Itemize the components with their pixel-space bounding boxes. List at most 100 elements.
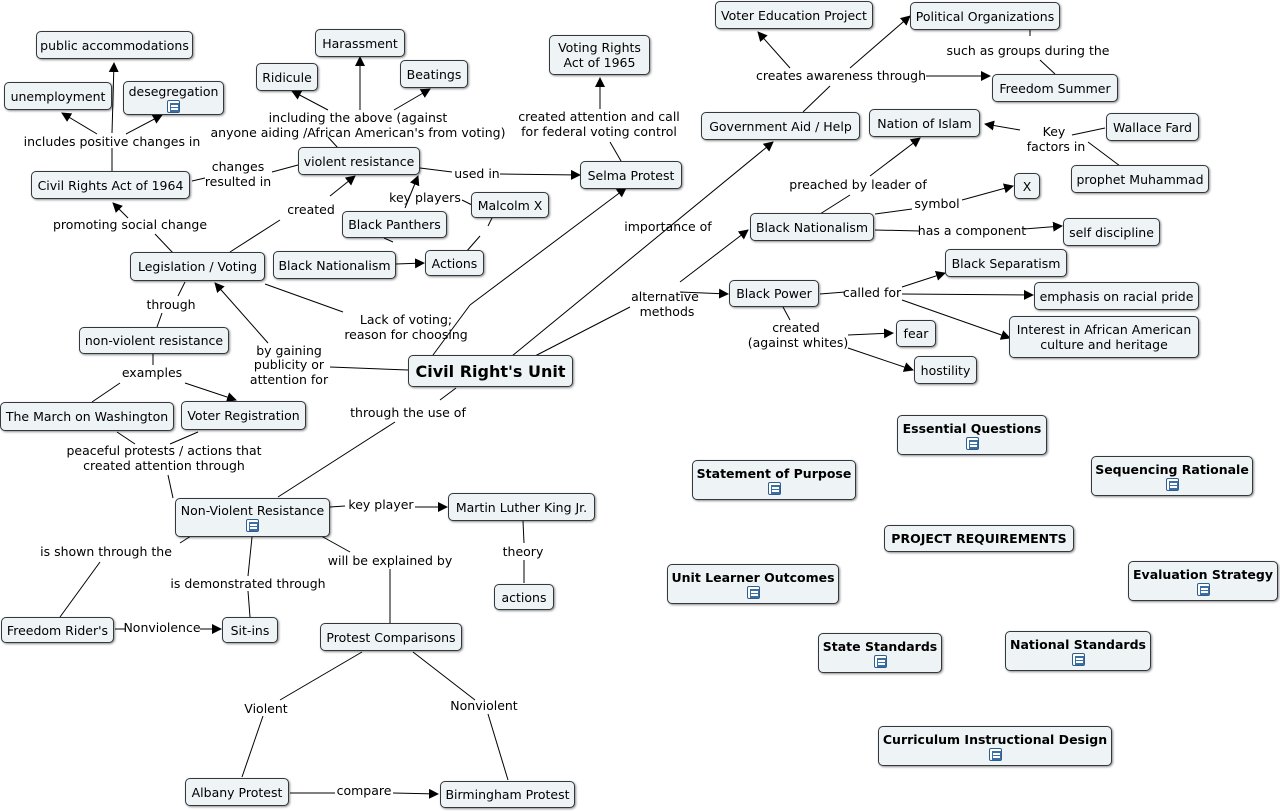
node-sit-ins[interactable]: Sit-ins: [222, 617, 278, 643]
node-label: Statement of Purpose: [696, 465, 852, 481]
node-freedom-summer[interactable]: Freedom Summer: [992, 74, 1118, 102]
node-black-panthers[interactable]: Black Panthers: [342, 211, 447, 238]
node-x-symbol[interactable]: X: [1014, 173, 1040, 199]
node-nation-of-islam[interactable]: Nation of Islam: [869, 109, 980, 137]
link-label: such as groups during the: [946, 43, 1110, 58]
node-label: public accommodations: [40, 37, 189, 53]
document-icon[interactable]: [1071, 652, 1085, 666]
document-icon[interactable]: [965, 436, 979, 450]
link-label: (against whites): [747, 335, 849, 350]
link-label: through the use of: [350, 405, 466, 420]
node-label: Sequencing Rationale: [1095, 461, 1249, 477]
node-label: Unit Learner Outcomes: [671, 569, 835, 585]
document-icon[interactable]: [167, 99, 180, 113]
link-label: reason for choosing: [344, 327, 468, 342]
node-actions-left[interactable]: Actions: [425, 250, 484, 276]
node-sequencing-rationale[interactable]: Sequencing Rationale: [1091, 456, 1253, 496]
document-icon[interactable]: [988, 747, 1002, 761]
node-public-accommodations[interactable]: public accommodations: [36, 31, 193, 59]
node-selma-protest[interactable]: Selma Protest: [580, 161, 682, 189]
node-black-separatism[interactable]: Black Separatism: [945, 249, 1067, 277]
node-label: Harassment: [322, 35, 398, 51]
link-label: key players: [389, 190, 461, 205]
node-black-nationalism-right[interactable]: Black Nationalism: [750, 213, 874, 241]
node-beatings[interactable]: Beatings: [400, 60, 468, 88]
node-malcolm-x[interactable]: Malcolm X: [471, 192, 549, 218]
node-self-discipline[interactable]: self discipline: [1063, 218, 1160, 246]
node-emphasis-racial-pride[interactable]: emphasis on racial pride: [1034, 282, 1199, 310]
document-icon[interactable]: [767, 481, 781, 495]
link-label: is demonstrated through: [170, 576, 326, 591]
node-hostility[interactable]: hostility: [914, 356, 977, 384]
link-label: Nonviolence: [123, 620, 201, 635]
node-state-standards[interactable]: State Standards: [818, 633, 942, 673]
node-label: The March on Washington: [5, 409, 169, 424]
node-wallace-fard[interactable]: Wallace Fard: [1106, 113, 1199, 141]
link-label: importance of: [624, 219, 712, 234]
link-label: Lack of voting;: [359, 312, 453, 327]
node-unemployment[interactable]: unemployment: [4, 82, 112, 110]
link-label: resulted in: [204, 174, 272, 189]
node-march-on-washington[interactable]: The March on Washington: [0, 402, 174, 431]
node-martin-luther-king[interactable]: Martin Luther King Jr.: [448, 493, 595, 521]
node-desegregation[interactable]: desegregation: [123, 81, 224, 115]
node-civil-rights-unit[interactable]: Civil Right's Unit: [408, 355, 573, 387]
node-label: Beatings: [406, 66, 462, 82]
node-project-requirements[interactable]: PROJECT REQUIREMENTS: [884, 525, 1074, 552]
document-icon[interactable]: [873, 654, 887, 668]
node-fear[interactable]: fear: [896, 320, 936, 347]
node-prophet-muhammad[interactable]: prophet Muhammad: [1071, 165, 1209, 193]
document-icon[interactable]: [746, 585, 760, 599]
node-protest-comparisons[interactable]: Protest Comparisons: [320, 623, 462, 651]
node-evaluation-strategy[interactable]: Evaluation Strategy: [1128, 561, 1278, 601]
link-label: methods: [639, 304, 695, 319]
node-national-standards[interactable]: National Standards: [1005, 631, 1151, 671]
node-label: Voting Rights: [558, 40, 641, 55]
node-label: Actions: [431, 255, 478, 271]
node-legislation-voting[interactable]: Legislation / Voting: [130, 252, 265, 281]
node-label: Protest Comparisons: [326, 629, 456, 645]
document-icon[interactable]: [1165, 477, 1179, 491]
node-label: Ridicule: [262, 69, 312, 85]
node-label: Essential Questions: [902, 420, 1042, 436]
node-statement-of-purpose[interactable]: Statement of Purpose: [692, 460, 856, 500]
link-label: factors in: [1026, 139, 1086, 154]
node-birmingham-protest[interactable]: Birmingham Protest: [440, 781, 575, 808]
node-label: Political Organizations: [915, 8, 1055, 24]
node-voter-education-project[interactable]: Voter Education Project: [715, 1, 873, 29]
node-freedom-riders[interactable]: Freedom Rider's: [1, 617, 114, 643]
document-icon[interactable]: [1196, 582, 1210, 596]
node-label: Nation of Islam: [877, 115, 972, 131]
node-ridicule[interactable]: Ridicule: [256, 63, 318, 91]
node-label: Birmingham Protest: [445, 787, 570, 802]
node-civil-rights-act[interactable]: Civil Rights Act of 1964: [31, 171, 190, 199]
document-icon[interactable]: [246, 519, 259, 532]
node-actions-mlk[interactable]: actions: [494, 584, 554, 610]
node-label: Non-Violent Resistance: [180, 503, 325, 518]
node-albany-protest[interactable]: Albany Protest: [185, 778, 289, 806]
link-label: key player: [348, 497, 414, 512]
link-label: has a component: [917, 223, 1027, 238]
node-political-organizations[interactable]: Political Organizations: [910, 2, 1060, 30]
node-voter-registration[interactable]: Voter Registration: [181, 401, 306, 430]
link-label: will be explained by: [327, 553, 453, 568]
node-curriculum-design[interactable]: Curriculum Instructional Design: [878, 726, 1112, 766]
node-black-nationalism-left[interactable]: Black Nationalism: [273, 251, 396, 279]
link-label: Nonviolent: [450, 698, 518, 713]
link-label: peaceful protests / actions that: [66, 443, 262, 458]
node-harassment[interactable]: Harassment: [315, 29, 405, 57]
node-unit-learner-outcomes[interactable]: Unit Learner Outcomes: [667, 564, 839, 604]
node-black-power[interactable]: Black Power: [729, 280, 819, 307]
node-essential-questions[interactable]: Essential Questions: [897, 415, 1047, 455]
node-government-aid[interactable]: Government Aid / Help: [701, 112, 860, 140]
node-label: Black Power: [736, 286, 812, 301]
node-non-violent-resistance-lower[interactable]: non-violent resistance: [79, 327, 229, 354]
node-label: Albany Protest: [191, 784, 283, 800]
link-label: attention for: [249, 372, 329, 387]
node-violent-resistance[interactable]: violent resistance: [298, 147, 420, 175]
node-non-violent-resistance[interactable]: Non-Violent Resistance: [175, 498, 330, 537]
link-label: Key: [1042, 124, 1066, 139]
node-label: non-violent resistance: [84, 333, 224, 348]
